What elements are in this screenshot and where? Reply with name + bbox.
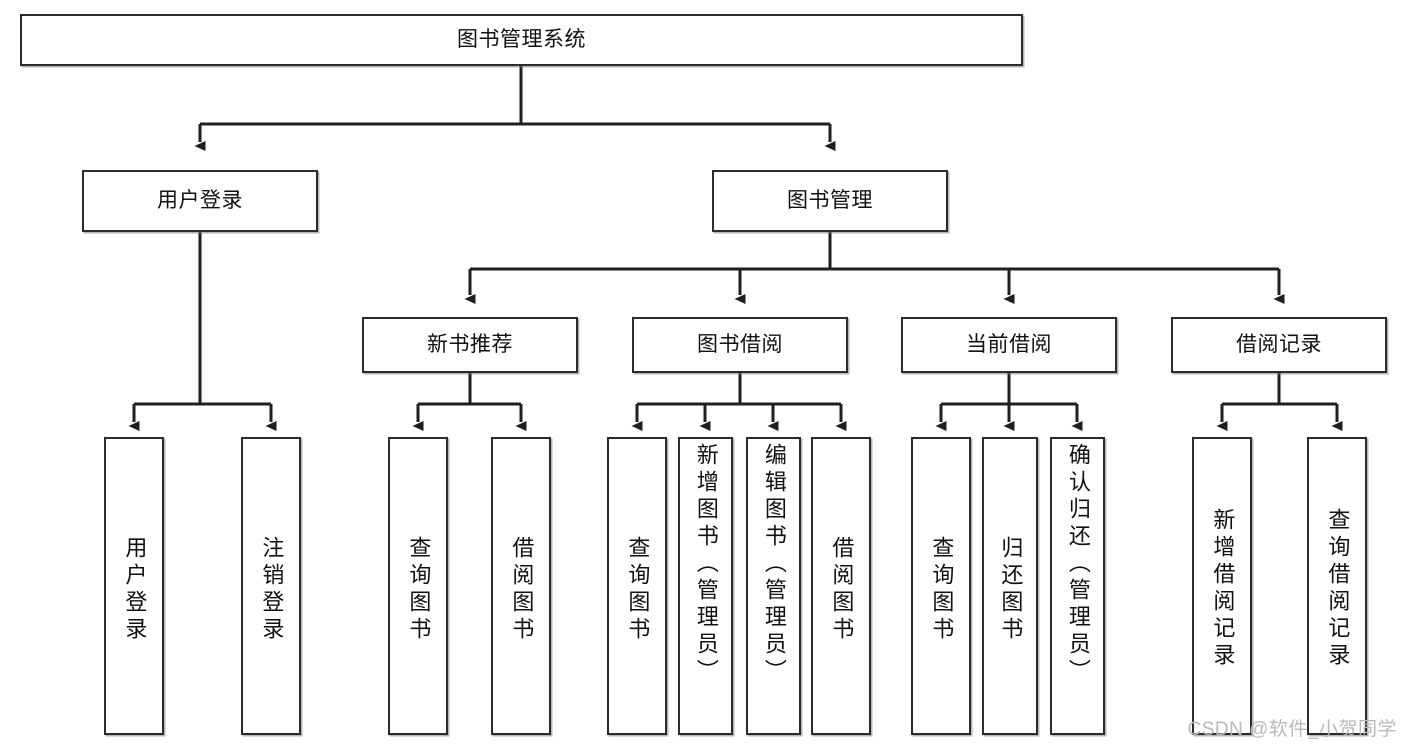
node-leaf-current-return-book-label: 归还图书 [998, 536, 1024, 644]
node-book-borrow[interactable]: 图书借阅 [632, 317, 848, 373]
node-leaf-borrow-edit-book-label: 编辑图书（管理员） [761, 443, 787, 686]
node-leaf-borrow-query-book[interactable]: 查询图书 [607, 437, 667, 735]
node-leaf-record-add-label: 新增借阅记录 [1210, 508, 1236, 670]
node-leaf-record-add[interactable]: 新增借阅记录 [1192, 437, 1252, 735]
node-borrow-record[interactable]: 借阅记录 [1171, 317, 1387, 373]
node-leaf-logout[interactable]: 注销登录 [241, 437, 301, 735]
node-book-management-label: 图书管理 [787, 189, 873, 213]
node-borrow-record-label: 借阅记录 [1236, 333, 1322, 357]
node-new-book-recommend-label: 新书推荐 [427, 333, 513, 357]
node-leaf-borrow-add-book[interactable]: 新增图书（管理员） [678, 437, 733, 735]
node-root-label: 图书管理系统 [457, 28, 586, 52]
node-leaf-user-login[interactable]: 用户登录 [104, 437, 164, 735]
node-leaf-record-query-label: 查询借阅记录 [1325, 508, 1351, 670]
node-user-login[interactable]: 用户登录 [82, 170, 318, 232]
node-current-borrow-label: 当前借阅 [966, 333, 1052, 357]
node-root[interactable]: 图书管理系统 [20, 14, 1023, 66]
node-leaf-user-login-label: 用户登录 [122, 536, 148, 644]
watermark-text: CSDN @软件_小贺同学 [1187, 719, 1397, 740]
node-leaf-current-query-book-label: 查询图书 [929, 536, 955, 644]
node-book-management[interactable]: 图书管理 [712, 170, 948, 232]
node-leaf-current-return-book[interactable]: 归还图书 [982, 437, 1038, 735]
node-leaf-borrow-add-book-label: 新增图书（管理员） [693, 443, 719, 686]
node-leaf-borrow-edit-book[interactable]: 编辑图书（管理员） [746, 437, 801, 735]
node-leaf-logout-label: 注销登录 [259, 536, 285, 644]
node-leaf-borrow-borrow-book-label: 借阅图书 [829, 536, 855, 644]
node-leaf-current-query-book[interactable]: 查询图书 [911, 437, 971, 735]
node-leaf-recommend-borrow-book-label: 借阅图书 [509, 536, 535, 644]
node-leaf-record-query[interactable]: 查询借阅记录 [1307, 437, 1367, 735]
node-new-book-recommend[interactable]: 新书推荐 [362, 317, 578, 373]
node-leaf-recommend-query-book-label: 查询图书 [406, 536, 432, 644]
node-leaf-borrow-borrow-book[interactable]: 借阅图书 [811, 437, 871, 735]
node-leaf-current-confirm-return[interactable]: 确认归还（管理员） [1050, 437, 1105, 735]
node-book-borrow-label: 图书借阅 [697, 333, 783, 357]
node-leaf-recommend-borrow-book[interactable]: 借阅图书 [491, 437, 551, 735]
node-leaf-borrow-query-book-label: 查询图书 [625, 536, 651, 644]
node-leaf-current-confirm-return-label: 确认归还（管理员） [1065, 443, 1091, 686]
node-current-borrow[interactable]: 当前借阅 [901, 317, 1117, 373]
node-user-login-label: 用户登录 [157, 189, 243, 213]
node-leaf-recommend-query-book[interactable]: 查询图书 [388, 437, 448, 735]
